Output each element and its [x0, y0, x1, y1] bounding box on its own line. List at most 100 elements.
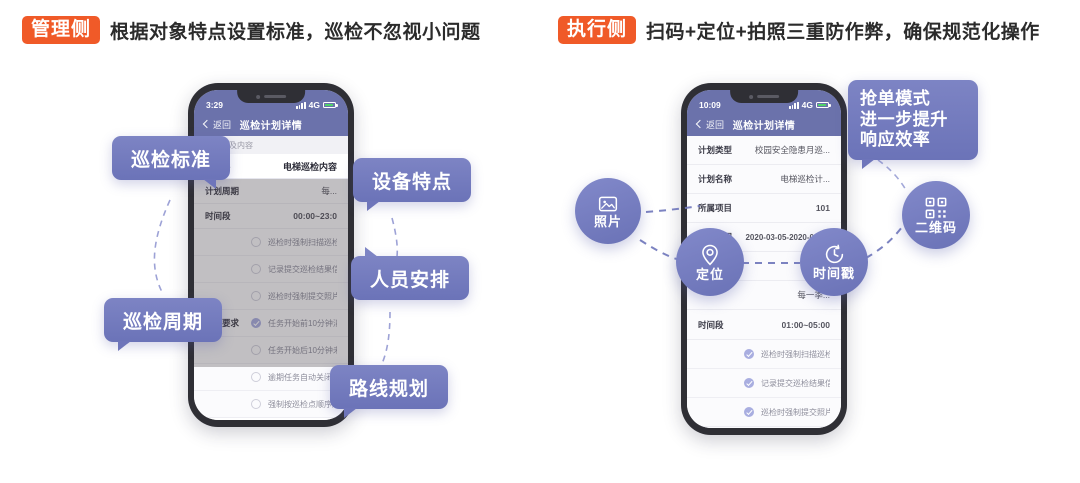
- checkbox-icon[interactable]: [251, 318, 261, 328]
- left-status-network: 4G: [308, 100, 320, 110]
- list-item[interactable]: 逾期任务自动关闭: [194, 364, 348, 391]
- execution-type-row[interactable]: 执行类型: [194, 418, 348, 420]
- row-value: 每...: [321, 186, 337, 196]
- checkbox-icon[interactable]: [744, 349, 754, 359]
- signal-icon: [789, 101, 799, 109]
- checkbox-icon[interactable]: [744, 378, 754, 388]
- back-button[interactable]: 返回: [202, 118, 232, 131]
- left-header: 管理侧 根据对象特点设置标准，巡检不忽视小问题: [22, 16, 481, 44]
- callout-grab-mode[interactable]: 抢单模式 进一步提升 响应效率: [848, 80, 978, 169]
- row-key: 时间段: [205, 211, 231, 221]
- row-key: 计划类型: [698, 145, 733, 155]
- list-item[interactable]: 巡检时强制扫描巡检点二维码: [687, 340, 841, 369]
- right-header: 执行侧 扫码+定位+拍照三重防作弊，确保规范化操作: [558, 16, 1040, 44]
- callout-line-2: 进一步提升: [860, 109, 948, 129]
- clock-icon: [825, 244, 843, 264]
- table-row[interactable]: 计划名称 电梯巡检计...: [687, 165, 841, 194]
- right-header-tag: 执行侧: [558, 16, 637, 44]
- checkbox-icon[interactable]: [251, 291, 261, 301]
- callout-inspection-standard[interactable]: 巡检标准: [112, 136, 230, 189]
- chevron-left-icon: [695, 119, 705, 129]
- check-lead: 巡检要求: [205, 318, 240, 328]
- check-label: 任务开始后10分钟未巡检任务逾期: [268, 345, 337, 355]
- table-row[interactable]: 所属项目 101: [687, 194, 841, 223]
- row-key: 计划名称: [698, 174, 733, 184]
- camera-icon: [749, 94, 753, 99]
- badge-label: 照片: [593, 213, 622, 229]
- checkbox-icon[interactable]: [251, 372, 261, 382]
- right-nav-bar: 返回 巡检计划详情: [687, 112, 841, 136]
- row-key: 时间段: [698, 319, 724, 330]
- phone-notch: [237, 90, 305, 103]
- check-label: 记录提交巡检结果信息时的地理位置...: [761, 378, 830, 388]
- checkbox-icon[interactable]: [744, 407, 754, 417]
- badge-timestamp[interactable]: 时间戳: [800, 228, 868, 296]
- qr-code-icon: [925, 197, 947, 218]
- badge-label: 定位: [695, 266, 724, 282]
- callout-tail: [862, 159, 875, 169]
- table-row[interactable]: 时间段 00:00~23:0: [194, 204, 348, 229]
- back-button-label: 返回: [213, 119, 232, 130]
- row-value: 01:00~05:00: [781, 319, 830, 330]
- camera-icon: [256, 94, 260, 99]
- table-row[interactable]: 时间段 01:00~05:00: [687, 310, 841, 340]
- location-pin-icon: [702, 244, 718, 265]
- callout-line-1: 抢单模式: [860, 88, 931, 108]
- checkbox-icon[interactable]: [251, 345, 261, 355]
- check-label: 逾期任务自动关闭: [268, 372, 332, 382]
- badge-location[interactable]: 定位: [676, 228, 744, 296]
- back-button[interactable]: 返回: [695, 118, 724, 131]
- callout-label: 巡检标准: [130, 149, 211, 171]
- table-row[interactable]: 计划类型 校园安全隐患月巡...: [687, 136, 841, 165]
- callout-tail: [344, 408, 357, 418]
- badge-qrcode[interactable]: 二维码: [902, 181, 970, 249]
- check-label: 巡检时强制扫描巡检点二维码: [761, 349, 830, 359]
- row-value: 00:00~23:0: [293, 211, 337, 221]
- list-item[interactable]: 记录提交巡检结果信息时的地理位置...: [194, 256, 348, 283]
- badge-label: 时间戳: [812, 266, 855, 281]
- callout-route-planning[interactable]: 路线规划: [330, 365, 448, 418]
- checkbox-icon[interactable]: [251, 399, 261, 409]
- speaker-grill: [757, 95, 779, 98]
- right-status-network: 4G: [801, 100, 813, 110]
- right-status-time: 10:09: [699, 100, 721, 110]
- list-item[interactable]: 记录提交巡检结果信息时的地理位置...: [687, 369, 841, 398]
- list-item[interactable]: 巡检要求 任务开始前10分钟消息通知: [687, 427, 841, 428]
- left-highlight-value: 电梯巡检内容: [282, 161, 337, 172]
- callout-label: 巡检周期: [122, 311, 203, 333]
- row-value: 电梯巡检计...: [780, 174, 830, 184]
- check-label: 巡检时强制提交照片，数量1~4张: [268, 291, 337, 301]
- badge-photo[interactable]: 照片: [575, 178, 641, 244]
- left-header-text: 根据对象特点设置标准，巡检不忽视小问题: [110, 21, 481, 43]
- left-nav-bar: 返回 巡检计划详情: [194, 112, 348, 136]
- checkbox-icon[interactable]: [251, 264, 261, 274]
- table-row[interactable]: 计划周期 每...: [194, 179, 348, 204]
- right-status-indicators: 4G: [789, 100, 831, 110]
- row-value: 101: [815, 203, 830, 213]
- check-label: 记录提交巡检结果信息时的地理位置...: [268, 264, 337, 274]
- callout-tail: [118, 341, 131, 351]
- battery-icon: [816, 101, 831, 109]
- right-phone-screen: 10:09 4G 返回 巡检计划详情 计划类型 校园安全隐患月巡...: [687, 90, 841, 428]
- battery-icon: [323, 101, 338, 109]
- checkbox-icon[interactable]: [251, 237, 261, 247]
- list-item[interactable]: 巡检时强制扫描巡检点二维码: [194, 229, 348, 256]
- callout-staff-arrangement[interactable]: 人员安排: [351, 247, 469, 300]
- row-key: 所属项目: [698, 203, 733, 213]
- check-label: 任务开始前10分钟消息通知: [268, 318, 337, 328]
- callout-inspection-cycle[interactable]: 巡检周期: [104, 298, 222, 351]
- list-item[interactable]: 任务开始后10分钟未巡检任务逾期: [194, 337, 348, 364]
- check-label: 巡检时强制扫描巡检点二维码: [268, 237, 337, 247]
- chevron-left-icon: [202, 119, 212, 129]
- left-status-time: 3:29: [206, 100, 224, 110]
- right-header-text: 扫码+定位+拍照三重防作弊，确保规范化操作: [646, 21, 1040, 43]
- badge-label: 二维码: [914, 219, 957, 235]
- row-value: 校园安全隐患月巡...: [754, 145, 830, 155]
- check-label: 巡检时强制提交照片，数量1~4张: [761, 407, 830, 417]
- row-key: 计划周期: [205, 186, 240, 196]
- callout-device-feature[interactable]: 设备特点: [353, 158, 471, 211]
- list-item[interactable]: 巡检时强制提交照片，数量1~4张: [687, 398, 841, 427]
